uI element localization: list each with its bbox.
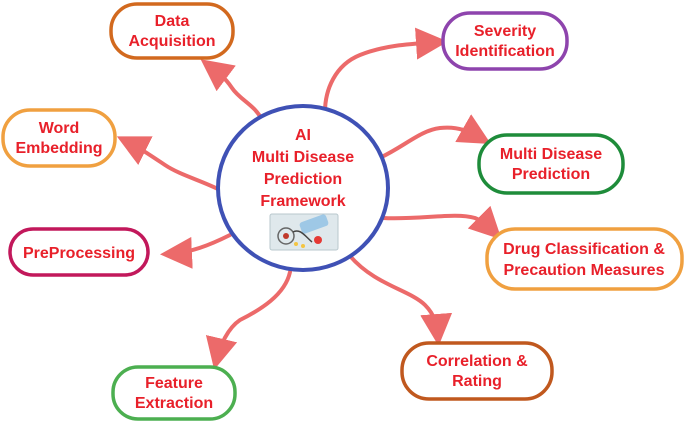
word-embedding-line-2: Embedding xyxy=(15,140,102,157)
node-correlation-rating: Correlation & Rating xyxy=(400,341,554,401)
node-preprocessing: PreProcessing xyxy=(8,227,150,277)
drug-classification-line-2: Precaution Measures xyxy=(504,262,665,279)
arrow-drug-classification xyxy=(381,205,502,240)
node-feature-extraction: Feature Extraction xyxy=(111,365,237,421)
node-multi-disease-prediction: Multi Disease Prediction xyxy=(477,133,625,195)
arrow-correlation-rating xyxy=(348,254,453,346)
node-severity-identification: Severity Identification xyxy=(441,11,569,71)
center-line-4: Framework xyxy=(260,193,345,210)
arrow-data-acquisition xyxy=(200,59,264,122)
severity-identification-line-2: Identification xyxy=(455,43,555,60)
severity-identification-line-1: Severity xyxy=(474,23,536,40)
medical-illustration xyxy=(269,213,339,251)
center-line-1: AI xyxy=(295,127,311,144)
arrow-word-embedding xyxy=(116,136,222,192)
drug-classification-line-1: Drug Classification & xyxy=(503,241,665,258)
feature-extraction-line-2: Extraction xyxy=(135,395,213,412)
arrows xyxy=(116,27,502,370)
center-line-2: Multi Disease xyxy=(252,149,354,166)
arrow-multi-disease-prediction xyxy=(373,114,491,162)
node-word-embedding: Word Embedding xyxy=(1,108,117,168)
feature-extraction-line-1: Feature xyxy=(145,375,203,392)
preprocessing-line-1: PreProcessing xyxy=(23,245,135,262)
arrow-severity-identification xyxy=(323,27,448,114)
center-node: AI Multi Disease Prediction Framework xyxy=(216,104,390,272)
multi-disease-prediction-line-2: Prediction xyxy=(512,166,590,183)
arrow-feature-extraction xyxy=(205,270,292,370)
node-drug-classification: Drug Classification & Precaution Measure… xyxy=(485,227,684,291)
data-acquisition-line-1: Data xyxy=(155,13,190,30)
data-acquisition-line-2: Acquisition xyxy=(128,33,215,50)
correlation-rating-line-1: Correlation & xyxy=(426,353,528,370)
center-line-3: Prediction xyxy=(264,171,342,188)
multi-disease-prediction-line-1: Multi Disease xyxy=(500,146,602,163)
node-data-acquisition: Data Acquisition xyxy=(109,2,235,60)
arrow-preprocessing xyxy=(160,233,232,269)
word-embedding-line-1: Word xyxy=(39,120,80,137)
correlation-rating-line-2: Rating xyxy=(452,373,502,390)
